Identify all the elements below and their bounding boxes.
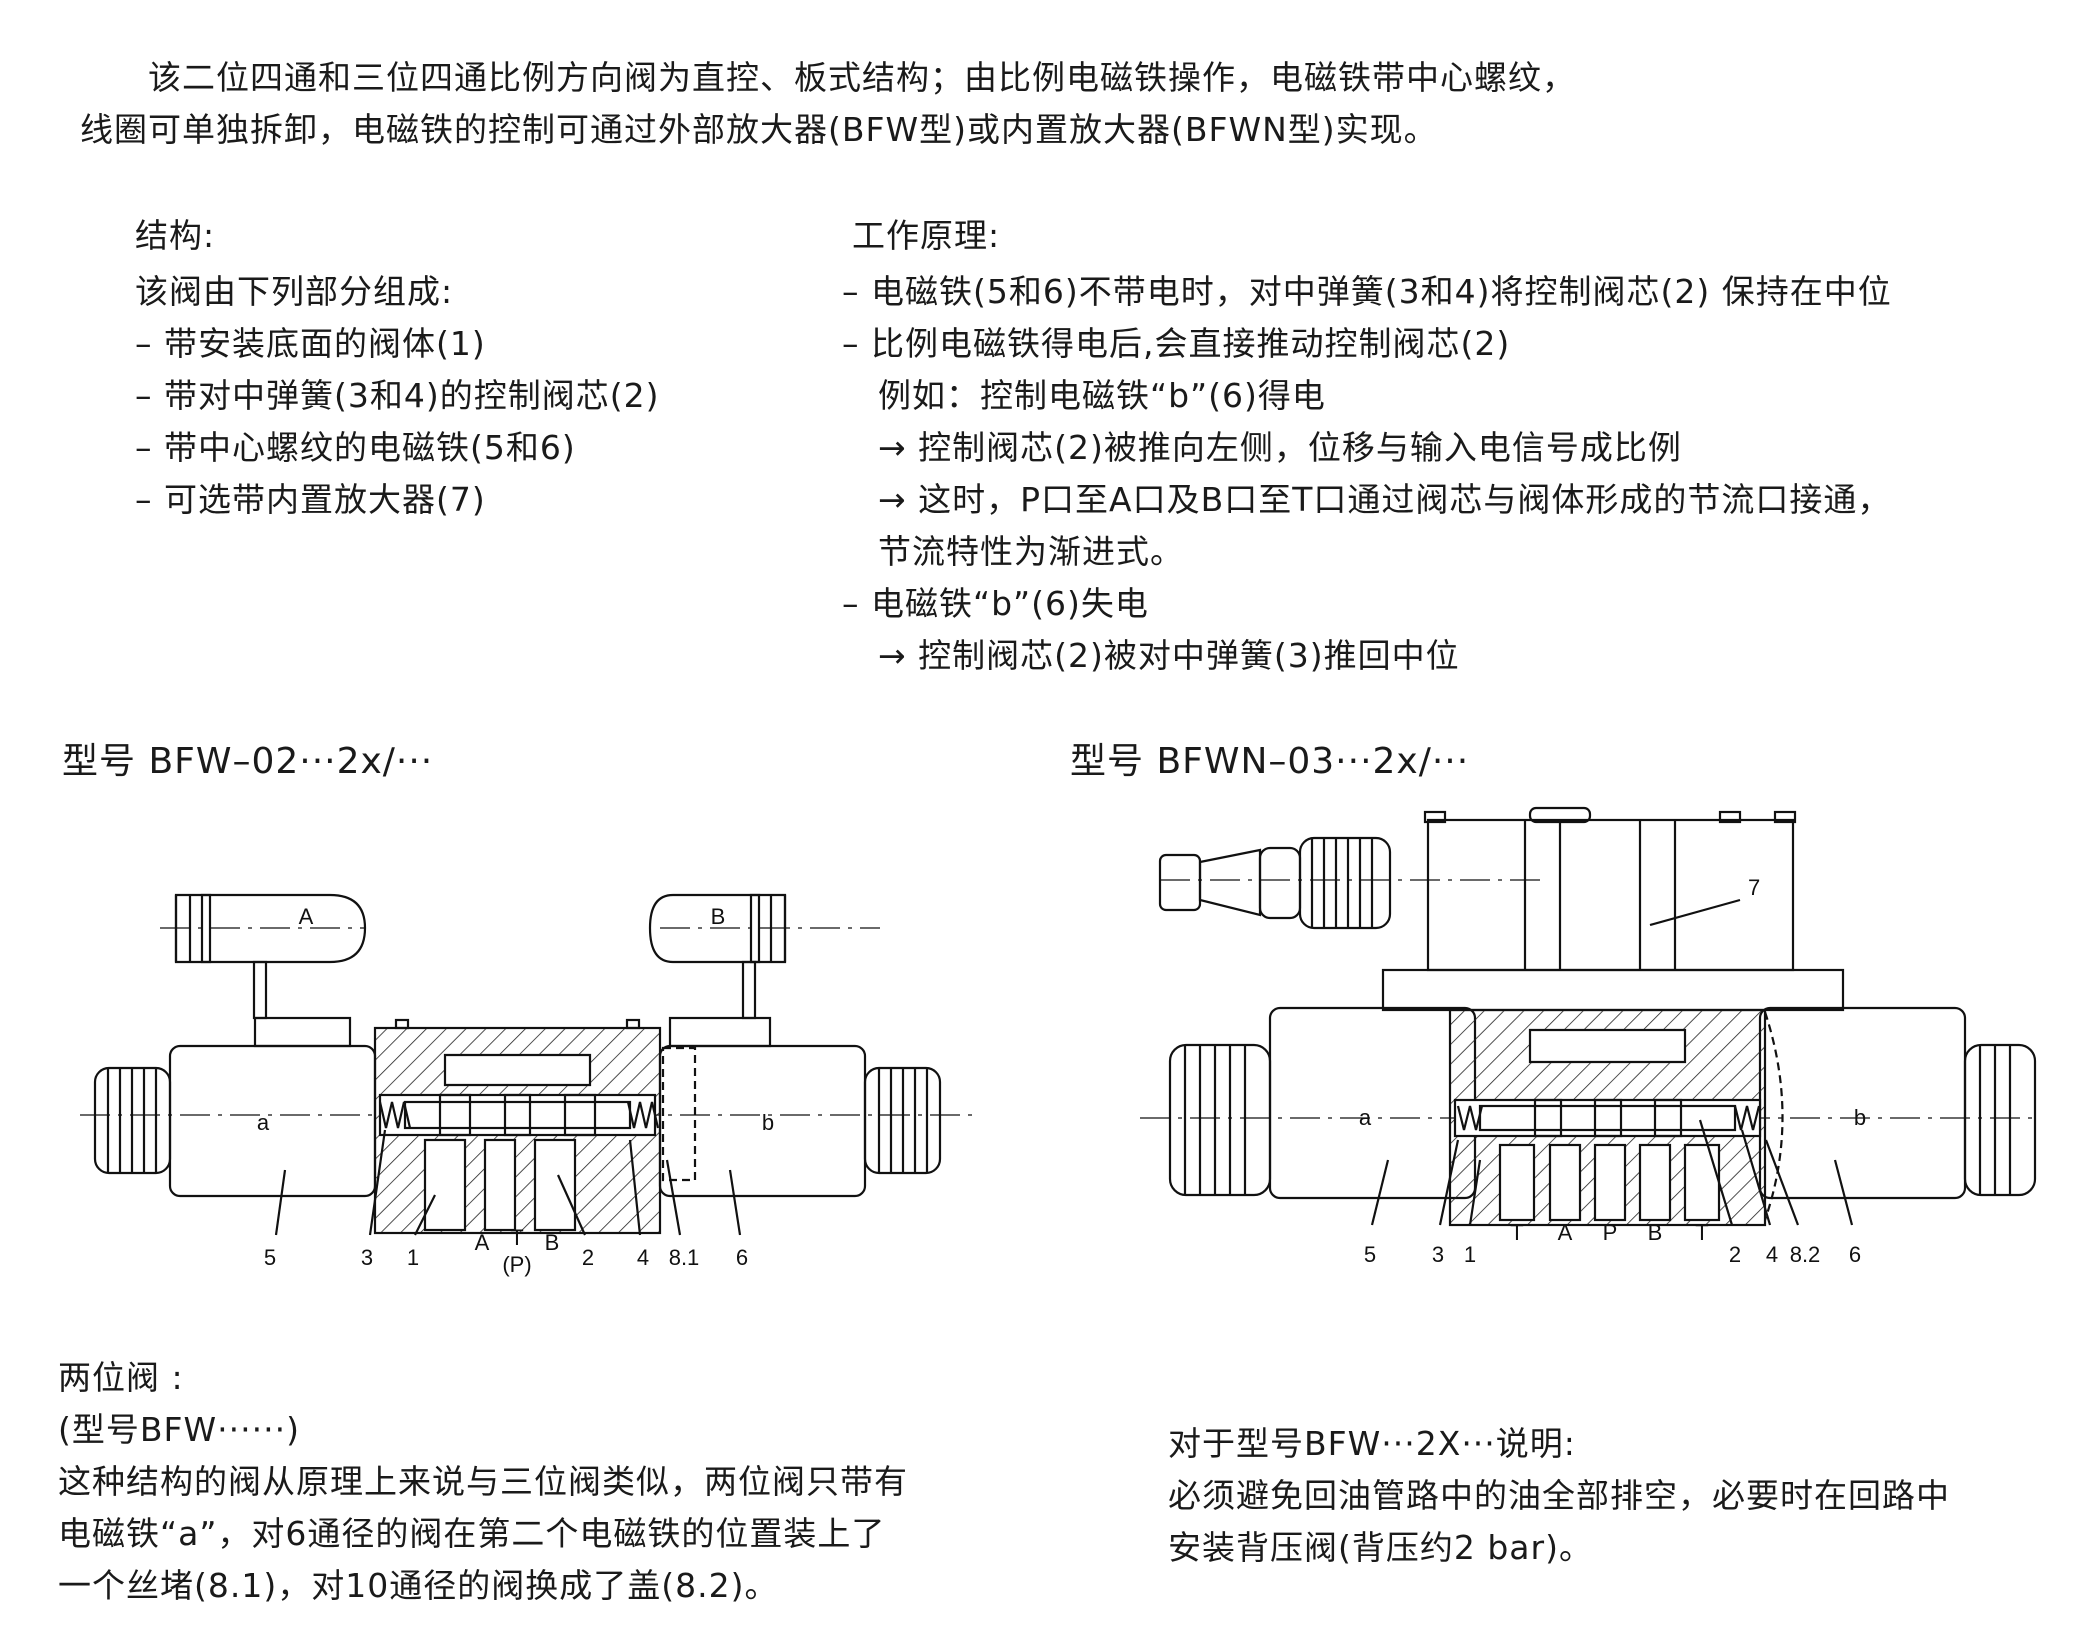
note-section: 对于型号BFW···2X···说明: 必须避免回油管路中的油全部排空，必要时在回… — [1168, 1418, 1950, 1574]
principle-line: → 控制阀芯(2)被对中弹簧(3)推回中位 — [878, 636, 1460, 675]
structure-line: – 可选带内置放大器(7) — [135, 480, 486, 519]
two-position-section: 两位阀 : (型号BFW······) 这种结构的阀从原理上来说与三位阀类似，两… — [58, 1352, 908, 1612]
principle-line: – 比例电磁铁得电后,会直接推动控制阀芯(2) — [842, 324, 1511, 363]
principle-line: 例如：控制电磁铁“b”(6)得电 — [878, 376, 1326, 415]
amplifier-callout: 7 — [1748, 875, 1760, 900]
principle-line: → 这时，P口至A口及B口至T口通过阀芯与阀体形成的节流口接通， — [878, 480, 1892, 519]
callout-number: 5 — [264, 1245, 276, 1270]
principle-section: 工作原理: – 电磁铁(5和6)不带电时，对中弹簧(3和4)将控制阀芯(2) 保… — [842, 210, 1892, 682]
principle-heading: 工作原理: — [852, 216, 1001, 255]
callout-number: 8.2 — [1790, 1242, 1821, 1267]
valve-diagram-bfwn: 7 a b T A P B T 5 3 1 2 4 8.2 6 — [1140, 806, 2040, 1267]
intro-line-2: 线圈可单独拆卸，电磁铁的控制可通过外部放大器(BFW型)或内置放大器(BFWN型… — [80, 110, 1438, 149]
port-label-p: (P) — [502, 1252, 531, 1277]
port-label: T — [510, 1225, 523, 1250]
solenoid-label-b: b — [762, 1110, 774, 1135]
note-title: 对于型号BFW···2X···说明: — [1168, 1424, 1576, 1463]
callout-number: 6 — [736, 1245, 748, 1270]
note-line: 安装背压阀(背压约2 bar)。 — [1168, 1528, 1593, 1567]
structure-line: – 带安装底面的阀体(1) — [135, 324, 486, 363]
two-position-line: 一个丝堵(8.1)，对10通径的阀换成了盖(8.2)。 — [58, 1566, 779, 1605]
callout-number: 5 — [1364, 1242, 1376, 1267]
two-position-line: 这种结构的阀从原理上来说与三位阀类似，两位阀只带有 — [58, 1462, 908, 1501]
structure-line: 该阀由下列部分组成: — [135, 272, 454, 311]
structure-section: 结构: 该阀由下列部分组成: – 带安装底面的阀体(1) – 带对中弹簧(3和4… — [135, 210, 659, 526]
callout-number: 8.1 — [669, 1245, 700, 1270]
callout-number: 6 — [1849, 1242, 1861, 1267]
structure-line: – 带对中弹簧(3和4)的控制阀芯(2) — [135, 376, 660, 415]
solenoid-label-b: b — [1854, 1105, 1866, 1130]
model-title-bfw: 型号 BFW–02···2x/··· — [62, 741, 434, 782]
callout-number: 3 — [361, 1245, 373, 1270]
port-label: T — [1695, 1220, 1708, 1245]
port-label: A — [1558, 1220, 1573, 1245]
callout-number: 2 — [1729, 1242, 1741, 1267]
callout-number: 2 — [582, 1245, 594, 1270]
two-position-subtitle: (型号BFW······) — [58, 1410, 300, 1449]
coil-label-a: A — [299, 904, 314, 929]
principle-line: – 电磁铁(5和6)不带电时，对中弹簧(3和4)将控制阀芯(2) 保持在中位 — [842, 272, 1892, 311]
solenoid-label-a: a — [1359, 1105, 1372, 1130]
solenoid-label-a: a — [257, 1110, 270, 1135]
callout-number: 4 — [1766, 1242, 1778, 1267]
two-position-line: 电磁铁“a”，对6通径的阀在第二个电磁铁的位置装上了 — [58, 1514, 886, 1553]
note-line: 必须避免回油管路中的油全部排空，必要时在回路中 — [1168, 1476, 1950, 1515]
coil-label-b: B — [711, 904, 726, 929]
port-label: B — [545, 1230, 560, 1255]
callout-number: 3 — [1432, 1242, 1444, 1267]
structure-heading: 结构: — [135, 216, 216, 255]
callout-number: 1 — [407, 1245, 419, 1270]
port-label: B — [1648, 1220, 1663, 1245]
model-title-bfwn: 型号 BFWN–03···2x/··· — [1070, 741, 1470, 782]
intro-line-1: 该二位四通和三位四通比例方向阀为直控、板式结构；由比例电磁铁操作，电磁铁带中心螺… — [148, 58, 1576, 97]
callout-number: 1 — [1464, 1242, 1476, 1267]
valve-diagram-bfw: A B a b A T B (P) 5 3 1 2 4 8.1 6 — [80, 893, 980, 1277]
port-label: A — [475, 1230, 490, 1255]
principle-line: → 控制阀芯(2)被推向左侧，位移与输入电信号成比例 — [878, 428, 1682, 467]
principle-line: 节流特性为渐进式。 — [878, 532, 1184, 571]
structure-line: – 带中心螺纹的电磁铁(5和6) — [135, 428, 576, 467]
two-position-title: 两位阀 : — [58, 1358, 184, 1397]
intro-paragraph: 该二位四通和三位四通比例方向阀为直控、板式结构；由比例电磁铁操作，电磁铁带中心螺… — [80, 52, 1576, 156]
port-label: P — [1603, 1220, 1618, 1245]
callout-number: 4 — [637, 1245, 649, 1270]
port-label: T — [1510, 1220, 1523, 1245]
principle-line: – 电磁铁“b”(6)失电 — [842, 584, 1149, 623]
